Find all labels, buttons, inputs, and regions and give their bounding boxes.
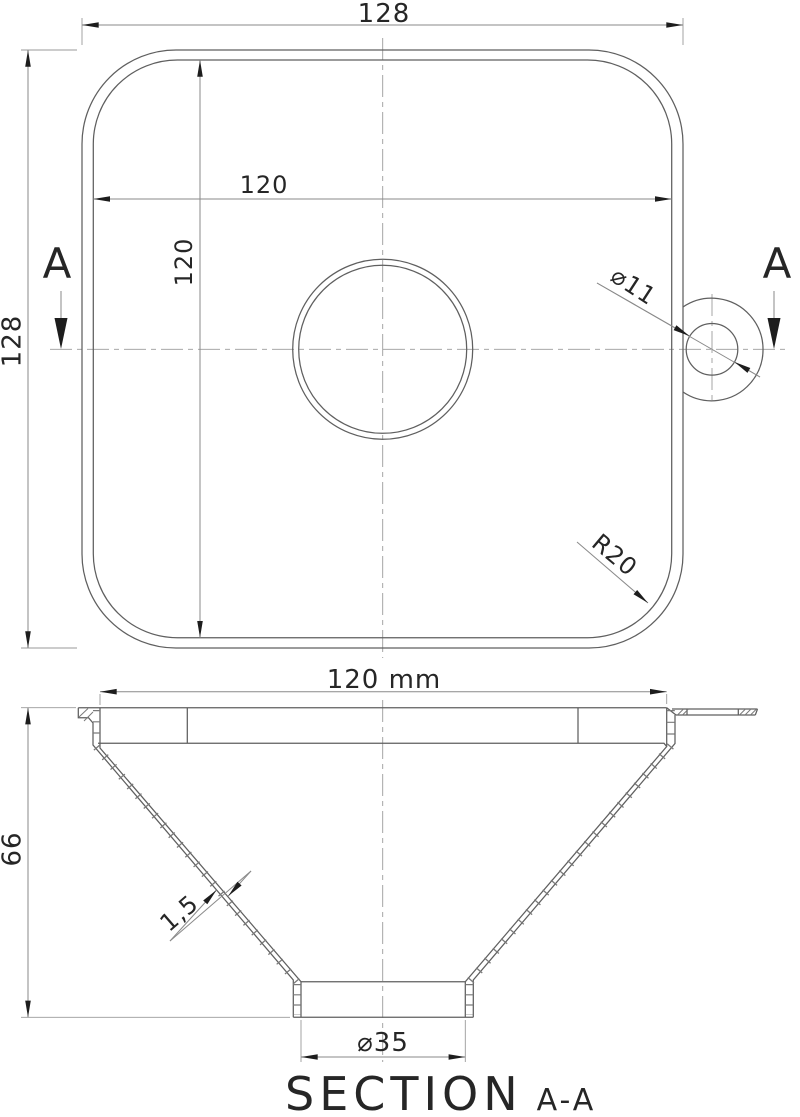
transition-edges (186, 708, 579, 744)
funnel-outer-left (77, 707, 294, 1018)
top-view: 128 128 120 120 ⌀11 R20 A A (0, 0, 792, 658)
hole-dia-arrow-1 (596, 282, 690, 337)
rim-bottom-edge (98, 742, 668, 747)
tab-hatching (677, 708, 757, 716)
funnel-outer-right (472, 715, 676, 1018)
section-title-detail: A-A (537, 1083, 597, 1117)
wall-thickness-label: 1,5 (155, 889, 204, 937)
dim-height-extensions (21, 707, 290, 1018)
tab-jog-edge (666, 707, 677, 716)
section-cut-label-right: A (763, 239, 792, 288)
spout-inner-circle (298, 264, 468, 434)
corner-radius-leader (576, 541, 649, 604)
lug-hole (685, 322, 739, 376)
section-title-main: SECTION (285, 1067, 523, 1117)
section-cut-arrow-right (767, 318, 781, 349)
hole-dia-arrow-2 (734, 361, 761, 378)
spout-outer-circle (292, 258, 474, 440)
plate-outer-edge (81, 49, 684, 649)
dim-inner-height-label: 120 (170, 238, 198, 287)
section-cut-arrow-left (54, 318, 68, 349)
section-cut-left: A (43, 239, 72, 349)
section-title: SECTION A-A (285, 1067, 596, 1117)
wall-thickness-arrow-1 (169, 889, 217, 942)
dim-top-width-extensions (99, 694, 668, 705)
dim-outer-height-extensions (21, 49, 77, 649)
tab-outline (672, 708, 759, 716)
left-lip-hatching (78, 708, 94, 722)
dim-outer-width-label: 128 (358, 0, 411, 29)
lug-outline (682, 297, 764, 402)
section-cut-right: A (763, 239, 792, 349)
dim-outlet-extensions (300, 1020, 466, 1062)
dim-height-label: 66 (0, 831, 28, 866)
section-cut-label-left: A (43, 239, 72, 288)
dim-outer-width-extensions (81, 18, 684, 45)
dim-inner-width-label: 120 (240, 171, 289, 199)
wall-thickness-arrow-2 (227, 870, 252, 897)
dim-top-width-label: 120 mm (327, 665, 442, 695)
dim-outer-height-label: 128 (0, 315, 28, 368)
section-view: 120 mm 66 1,5 ⌀35 SECTION A-A (0, 665, 759, 1117)
right-wall-hatching (466, 743, 674, 985)
left-wall-hatching (93, 744, 301, 985)
funnel-inner-left (99, 707, 302, 1018)
dim-outlet-label: ⌀35 (357, 1028, 409, 1058)
funnel-inner-right (464, 707, 668, 1018)
plate-inner-edge (92, 59, 673, 639)
